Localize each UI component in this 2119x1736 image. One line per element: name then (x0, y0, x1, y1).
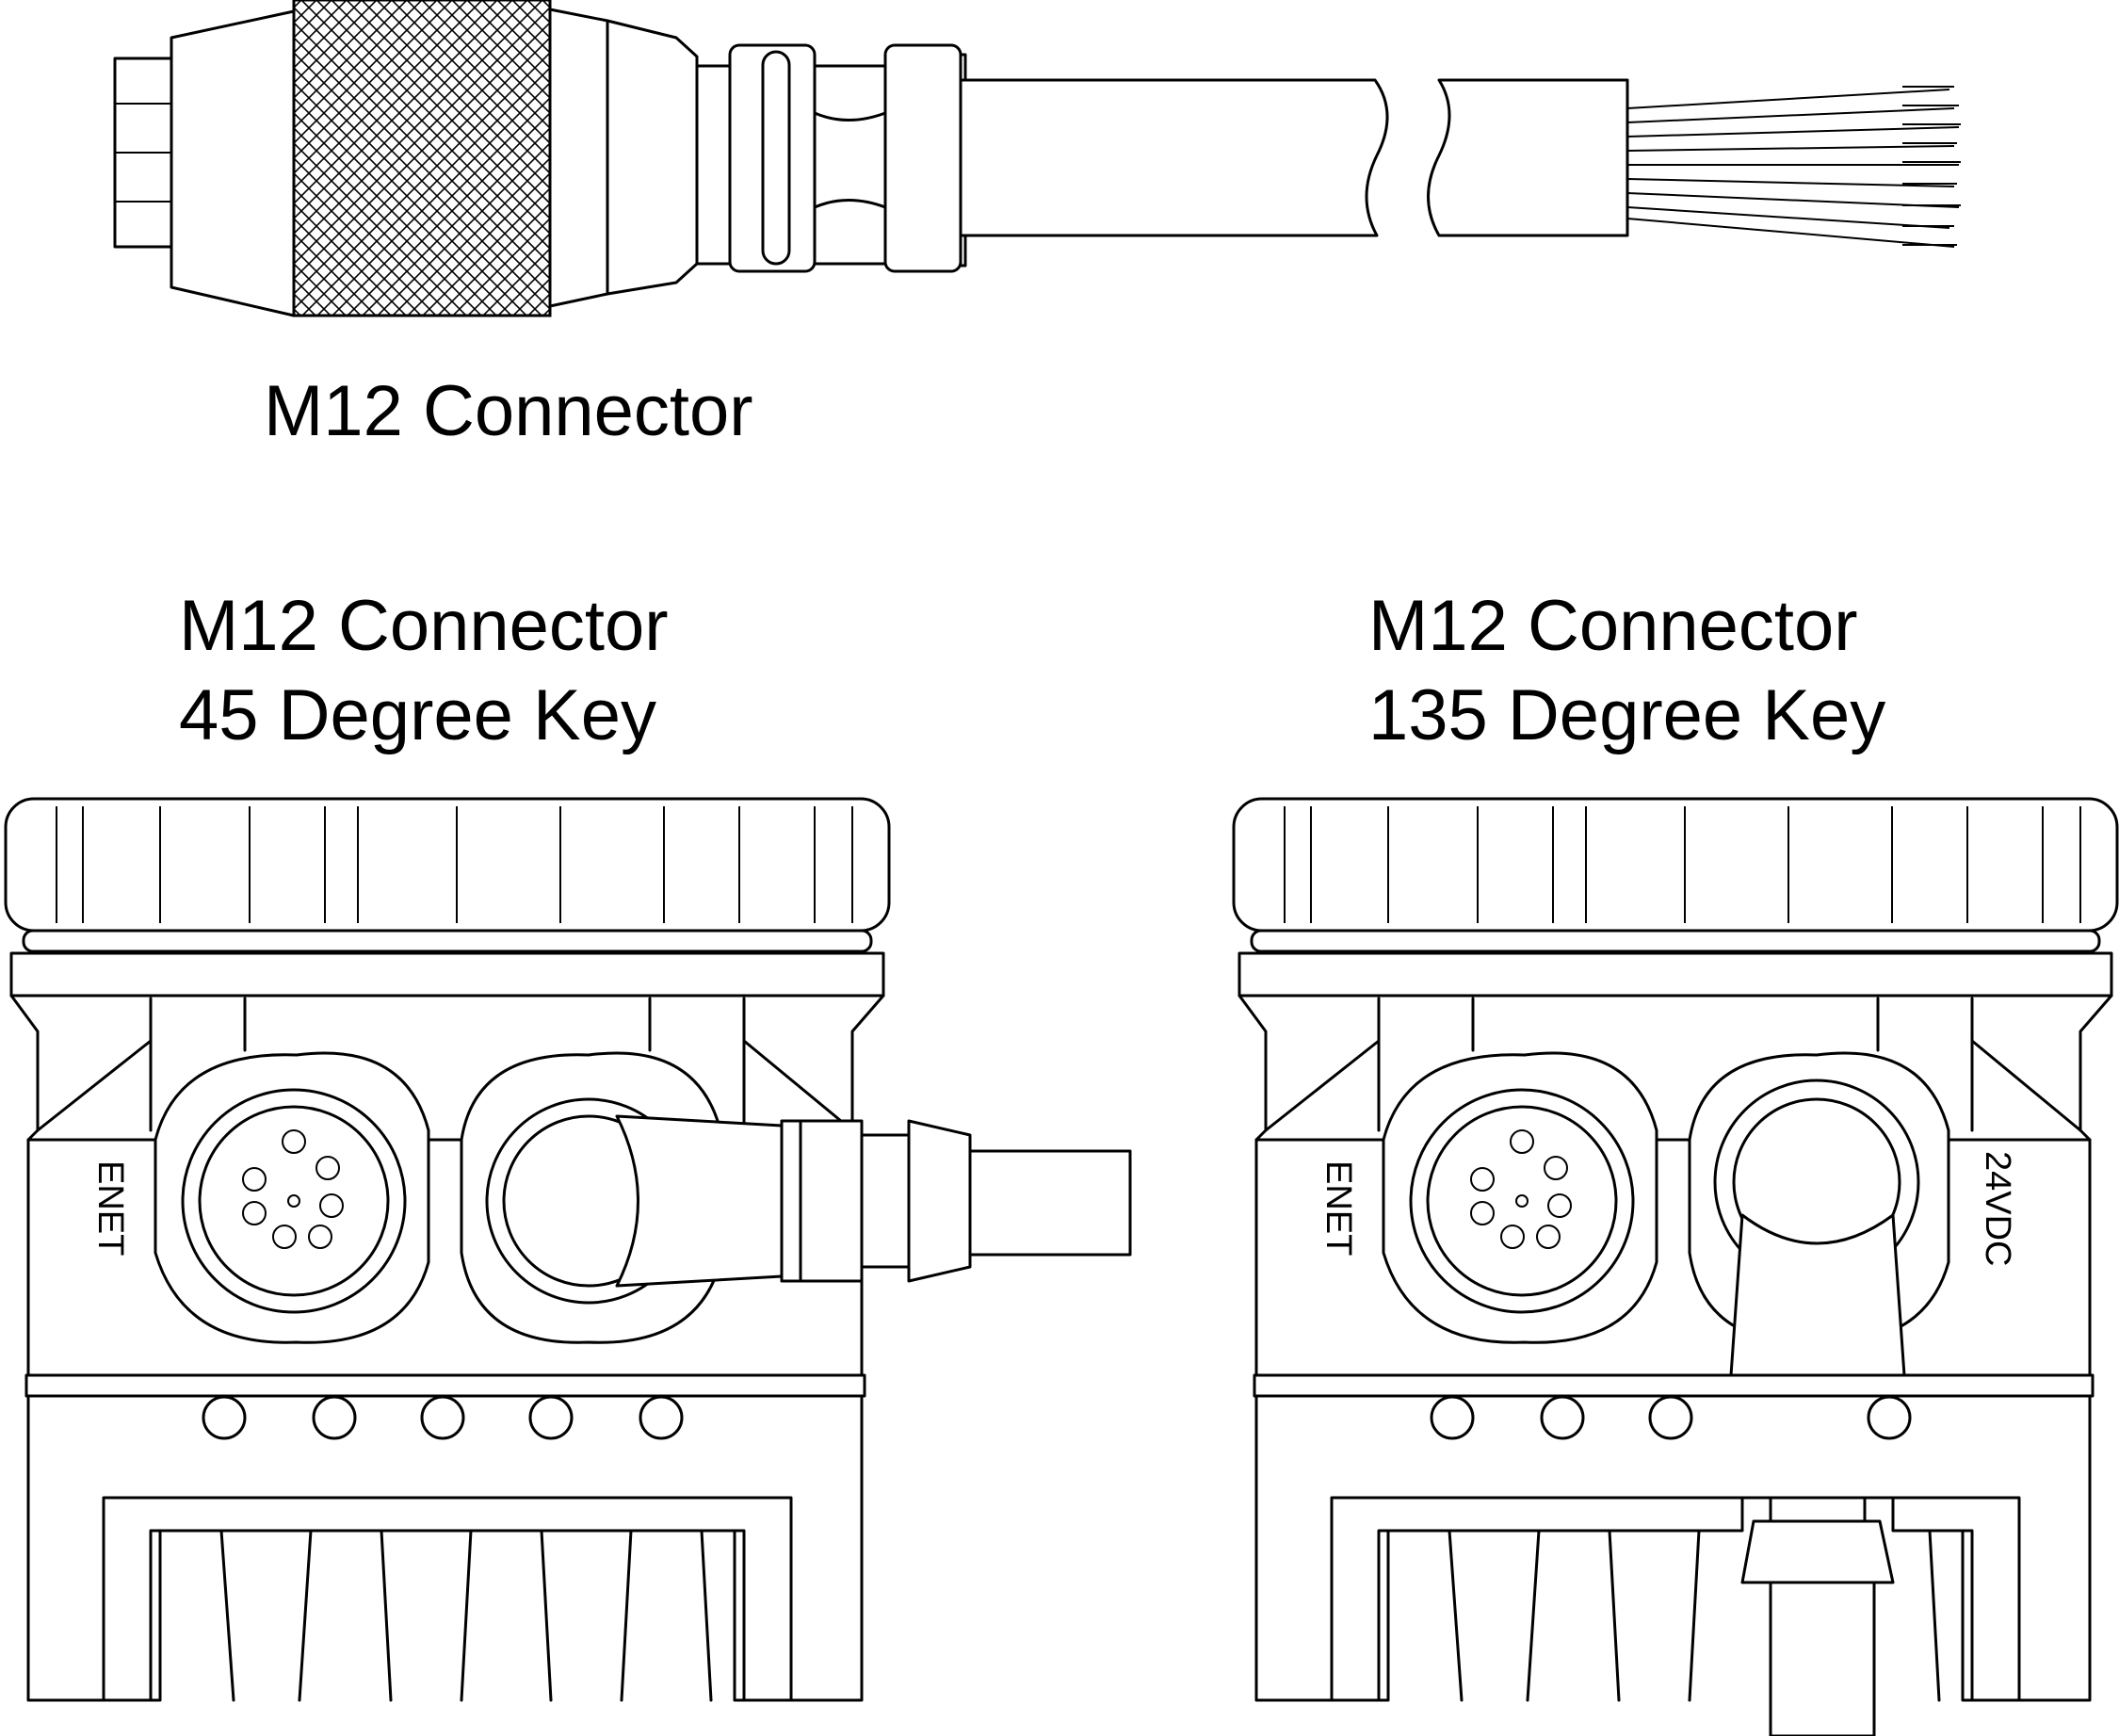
enet-pin-holes (242, 1129, 344, 1249)
connector-body (548, 8, 609, 308)
wire-leads (1626, 86, 1961, 248)
enet-m12-socket (181, 1088, 407, 1314)
power-label-24vdc: 24VDC (1978, 1151, 2017, 1267)
led-indicators (202, 1395, 684, 1440)
right-angle-plug (1729, 1213, 1906, 1377)
caption-left-line2: 45 Degree Key (179, 675, 656, 755)
module-cap (1232, 797, 2119, 933)
module-heatsink-base (26, 1394, 864, 1702)
enet-label-right: ENET (1318, 1160, 1358, 1256)
module-135-degree: ENET 24VDC (1232, 797, 2119, 1736)
module-collar (1237, 951, 2113, 998)
plug-cable (968, 1149, 1132, 1257)
plug-coupling (799, 1119, 864, 1283)
caption-right-line2: 135 Degree Key (1368, 675, 1885, 755)
connector-nose (170, 9, 296, 317)
module-heatsink-base (1254, 1394, 2092, 1702)
enet-pin-holes (1470, 1129, 1572, 1249)
heatsink-fins (1330, 1496, 2021, 1702)
knurled-coupling-nut (292, 0, 552, 317)
plug-cable (1769, 1581, 1876, 1736)
led-indicators (1430, 1395, 1912, 1440)
module-collar (9, 951, 885, 998)
enet-m12-socket (1409, 1088, 1635, 1314)
module-divider (24, 1373, 866, 1398)
module-divider (1253, 1373, 2095, 1398)
enet-label-left: ENET (90, 1160, 130, 1256)
right-angle-plug (615, 1114, 784, 1288)
module-45-degree: ENET (4, 797, 1132, 1702)
module-cap (4, 797, 891, 933)
heatsink-fins (102, 1496, 793, 1702)
m12-cable-assembly (113, 0, 1961, 317)
caption-left-line1: M12 Connector (179, 586, 669, 666)
caption-right-line1: M12 Connector (1368, 586, 1858, 666)
caption-top: M12 Connector (264, 371, 753, 451)
cable-jacket (959, 78, 1389, 237)
